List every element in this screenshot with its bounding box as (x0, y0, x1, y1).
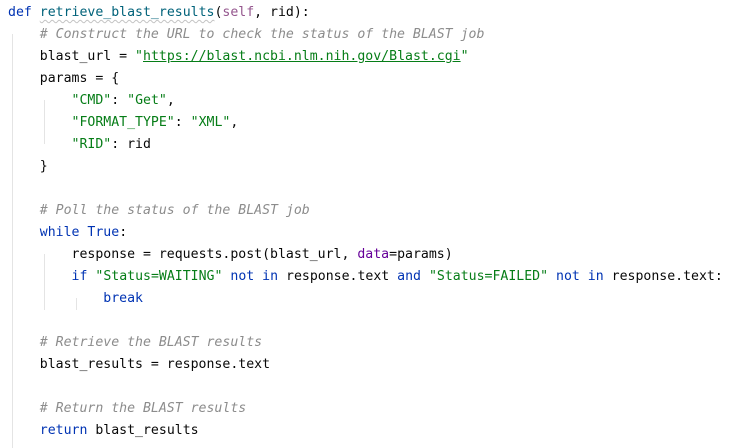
paren-open: ( (214, 5, 223, 20)
value-xml: "XML" (190, 115, 231, 130)
keyword-while: while (39, 225, 80, 240)
key-format-type: "FORMAT_TYPE" (71, 115, 175, 130)
indent-guide (44, 100, 45, 144)
code-line-comment-return[interactable]: # Return the BLAST results (8, 398, 246, 420)
comment-construct: # Construct the URL to check the status … (39, 27, 485, 42)
code-line-def[interactable]: def retrieve_blast_results(self, rid): (8, 2, 310, 24)
self-param: self (222, 5, 255, 20)
code-line-comment-construct[interactable]: # Construct the URL to check the status … (8, 24, 485, 46)
return-value: blast_results (95, 423, 199, 438)
code-line-response[interactable]: response = requests.post(blast_url, data… (8, 244, 453, 266)
kwarg-data: data (357, 247, 390, 262)
string-status-waiting: "Status=WAITING" (95, 269, 223, 284)
code-line-blast-url[interactable]: blast_url = "https://blast.ncbi.nlm.nih.… (8, 46, 469, 68)
code-line-format-type[interactable]: "FORMAT_TYPE": "XML", (8, 112, 239, 134)
code-line-cmd[interactable]: "CMD": "Get", (8, 90, 175, 112)
post-end: =params) (389, 247, 453, 262)
blast-url-link[interactable]: https://blast.ncbi.nlm.nih.gov/Blast.cgi (143, 49, 461, 64)
blast-results-assign: blast_results = response.text (39, 357, 271, 372)
colon-sep: : (111, 93, 128, 108)
code-line-comment-poll[interactable]: # Poll the status of the BLAST job (8, 200, 310, 222)
function-name: retrieve_blast_results (39, 5, 215, 20)
params-close: } (39, 159, 48, 174)
keyword-def: def (8, 5, 32, 20)
comment-poll: # Poll the status of the BLAST job (39, 203, 310, 218)
keyword-return: return (39, 423, 88, 438)
while-colon: : (119, 225, 128, 240)
comma: , (166, 93, 175, 108)
keyword-true: True (87, 225, 120, 240)
string-status-failed: "Status=FAILED" (428, 269, 549, 284)
keyword-in: in (262, 269, 279, 284)
def-params: , rid): (254, 5, 310, 20)
comma: , (230, 115, 239, 130)
params-open: params = { (39, 71, 120, 86)
response-text: response.text: (611, 269, 723, 284)
keyword-not: not (556, 269, 580, 284)
key-cmd: "CMD" (71, 93, 112, 108)
code-line-rid[interactable]: "RID": rid (8, 134, 151, 156)
code-line-comment-retrieve[interactable]: # Retrieve the BLAST results (8, 332, 262, 354)
url-quote-open: " (135, 49, 143, 64)
response-assign: response = requests.post(blast_url, (71, 247, 358, 262)
indent-guide (44, 254, 45, 310)
response-text: response.text (286, 269, 390, 284)
code-line-break[interactable]: break (8, 288, 143, 310)
code-line-params-open[interactable]: params = { (8, 68, 119, 90)
keyword-in: in (587, 269, 604, 284)
code-line-return[interactable]: return blast_results (8, 420, 199, 442)
keyword-break: break (103, 291, 143, 306)
comment-return: # Return the BLAST results (39, 401, 247, 416)
key-rid: "RID" (71, 137, 112, 152)
keyword-and: and (397, 269, 421, 284)
blast-url-assign: blast_url = (39, 49, 136, 64)
code-line-blast-results[interactable]: blast_results = response.text (8, 354, 270, 376)
code-line-while[interactable]: while True: (8, 222, 127, 244)
rid-value: : rid (111, 137, 151, 152)
comment-retrieve: # Retrieve the BLAST results (39, 335, 263, 350)
colon-sep: : (174, 115, 191, 130)
code-line-params-close[interactable]: } (8, 156, 48, 178)
keyword-if: if (71, 269, 88, 284)
indent-guide (76, 298, 77, 310)
indent-guide (12, 34, 13, 448)
url-quote-close: " (460, 49, 469, 64)
code-line-if[interactable]: if "Status=WAITING" not in response.text… (8, 266, 723, 288)
keyword-not: not (230, 269, 255, 284)
value-get: "Get" (127, 93, 167, 108)
